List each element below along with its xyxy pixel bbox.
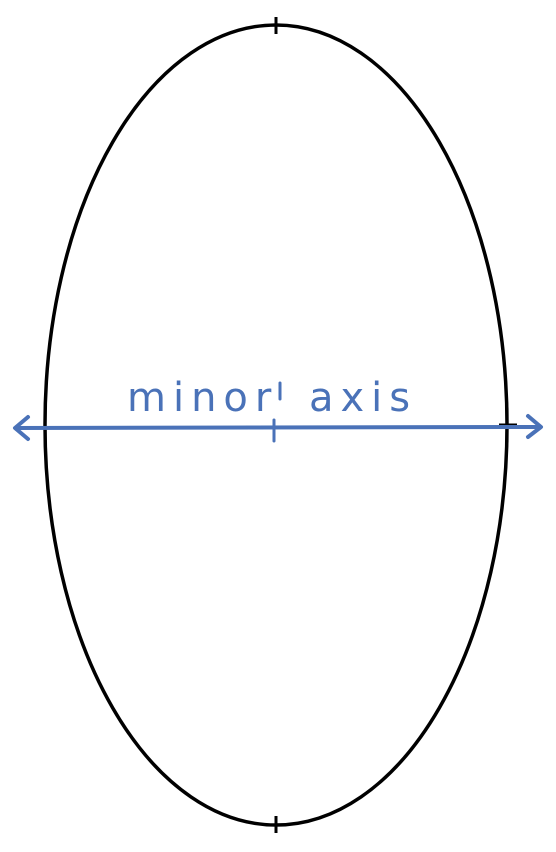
minor-label: minor	[127, 375, 278, 421]
ellipse-outline	[43, 23, 509, 827]
axis-label: axis	[309, 375, 417, 421]
minor-axis-line	[14, 425, 542, 430]
left-arrowhead	[13, 415, 30, 441]
right-arrowhead	[526, 414, 543, 439]
